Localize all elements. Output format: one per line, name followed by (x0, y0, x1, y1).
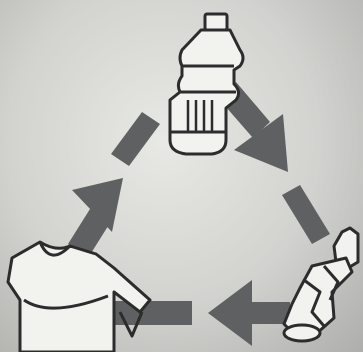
arrow-shirt-to-bottle (68, 112, 160, 258)
crushed-bottle-icon (284, 228, 358, 341)
arrow-segment-right (282, 185, 330, 244)
plastic-bottle-icon (170, 14, 243, 154)
t-shirt-icon (8, 242, 150, 352)
